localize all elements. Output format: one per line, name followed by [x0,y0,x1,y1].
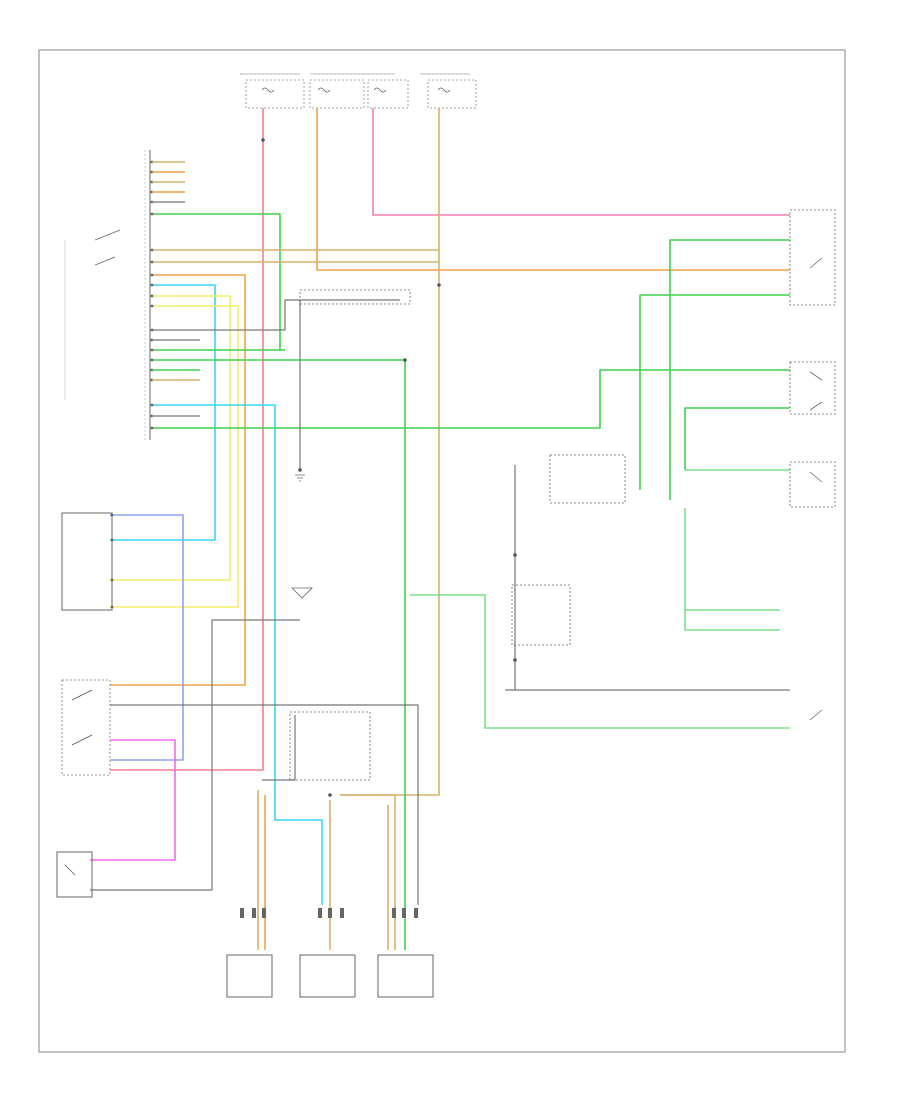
right-switches [511,209,836,721]
wire-red-main [110,108,264,771]
wire-cyan-lower [152,404,323,905]
pressure-switch-2 [789,361,836,415]
connector-left [226,954,273,998]
relay-small-top [299,289,411,305]
top-fuse-3 [367,79,409,109]
blower-resistor [61,512,113,611]
wire-green-right-5 [684,508,780,631]
diagram-border [38,49,846,1053]
relay-diode [291,587,313,599]
top-fuse-4 [427,79,477,109]
wire-orange-top [316,108,790,271]
wire-green-right-3 [684,407,790,470]
blower-switch-contacts [71,689,93,746]
pressure-switch-1 [789,209,836,306]
wire-dark-7 [152,299,400,331]
splice-dots [261,138,517,797]
module-stubs [152,161,200,417]
pressure-switch-4 [809,709,823,721]
wire-green-module-2 [152,359,406,790]
wire-pink-top [372,108,790,216]
pressure-switch-3 [789,461,836,508]
ground-symbol [295,474,305,482]
wire-dark-2 [90,619,300,891]
wire-green-blower [152,213,281,350]
top-fuse-2 [309,79,365,109]
wire-yellow-module-2 [110,305,239,608]
connector-middle [299,954,356,998]
blower-motor-symbol [64,864,76,876]
wire-cyan-module [110,284,216,541]
wire-green-right-1 [639,294,790,490]
wire-tan-main [340,108,440,796]
wire-dark-3 [262,715,296,781]
wire-dark-1 [110,704,419,905]
module-switch-symbol [94,229,121,266]
wire-tan-right-conn-1 [340,794,396,950]
connector-pins [240,908,418,918]
top-fuse-1 [245,79,305,109]
control-module [64,150,200,440]
wire-yellow-module-1 [110,295,231,581]
module-pins [150,160,154,430]
bottom-connectors [226,954,434,998]
fuse-symbols [261,87,451,93]
wire-blue-resistor [110,514,184,761]
sensor-box [511,584,571,646]
middle-components [289,289,411,781]
blower-motor [56,851,93,898]
top-fuse-block-group [245,79,477,109]
wire-green-long [152,369,790,429]
right-relay [289,711,371,781]
resistor-pins [110,513,114,609]
wire-magenta [90,739,176,861]
wire-green-right-2 [669,239,790,500]
compressor-box [549,454,626,504]
wire-group [90,108,790,950]
wire-orange-module [110,274,246,686]
connector-right [377,954,434,998]
blower-switch [61,679,111,776]
wire-green-lower [410,594,790,729]
